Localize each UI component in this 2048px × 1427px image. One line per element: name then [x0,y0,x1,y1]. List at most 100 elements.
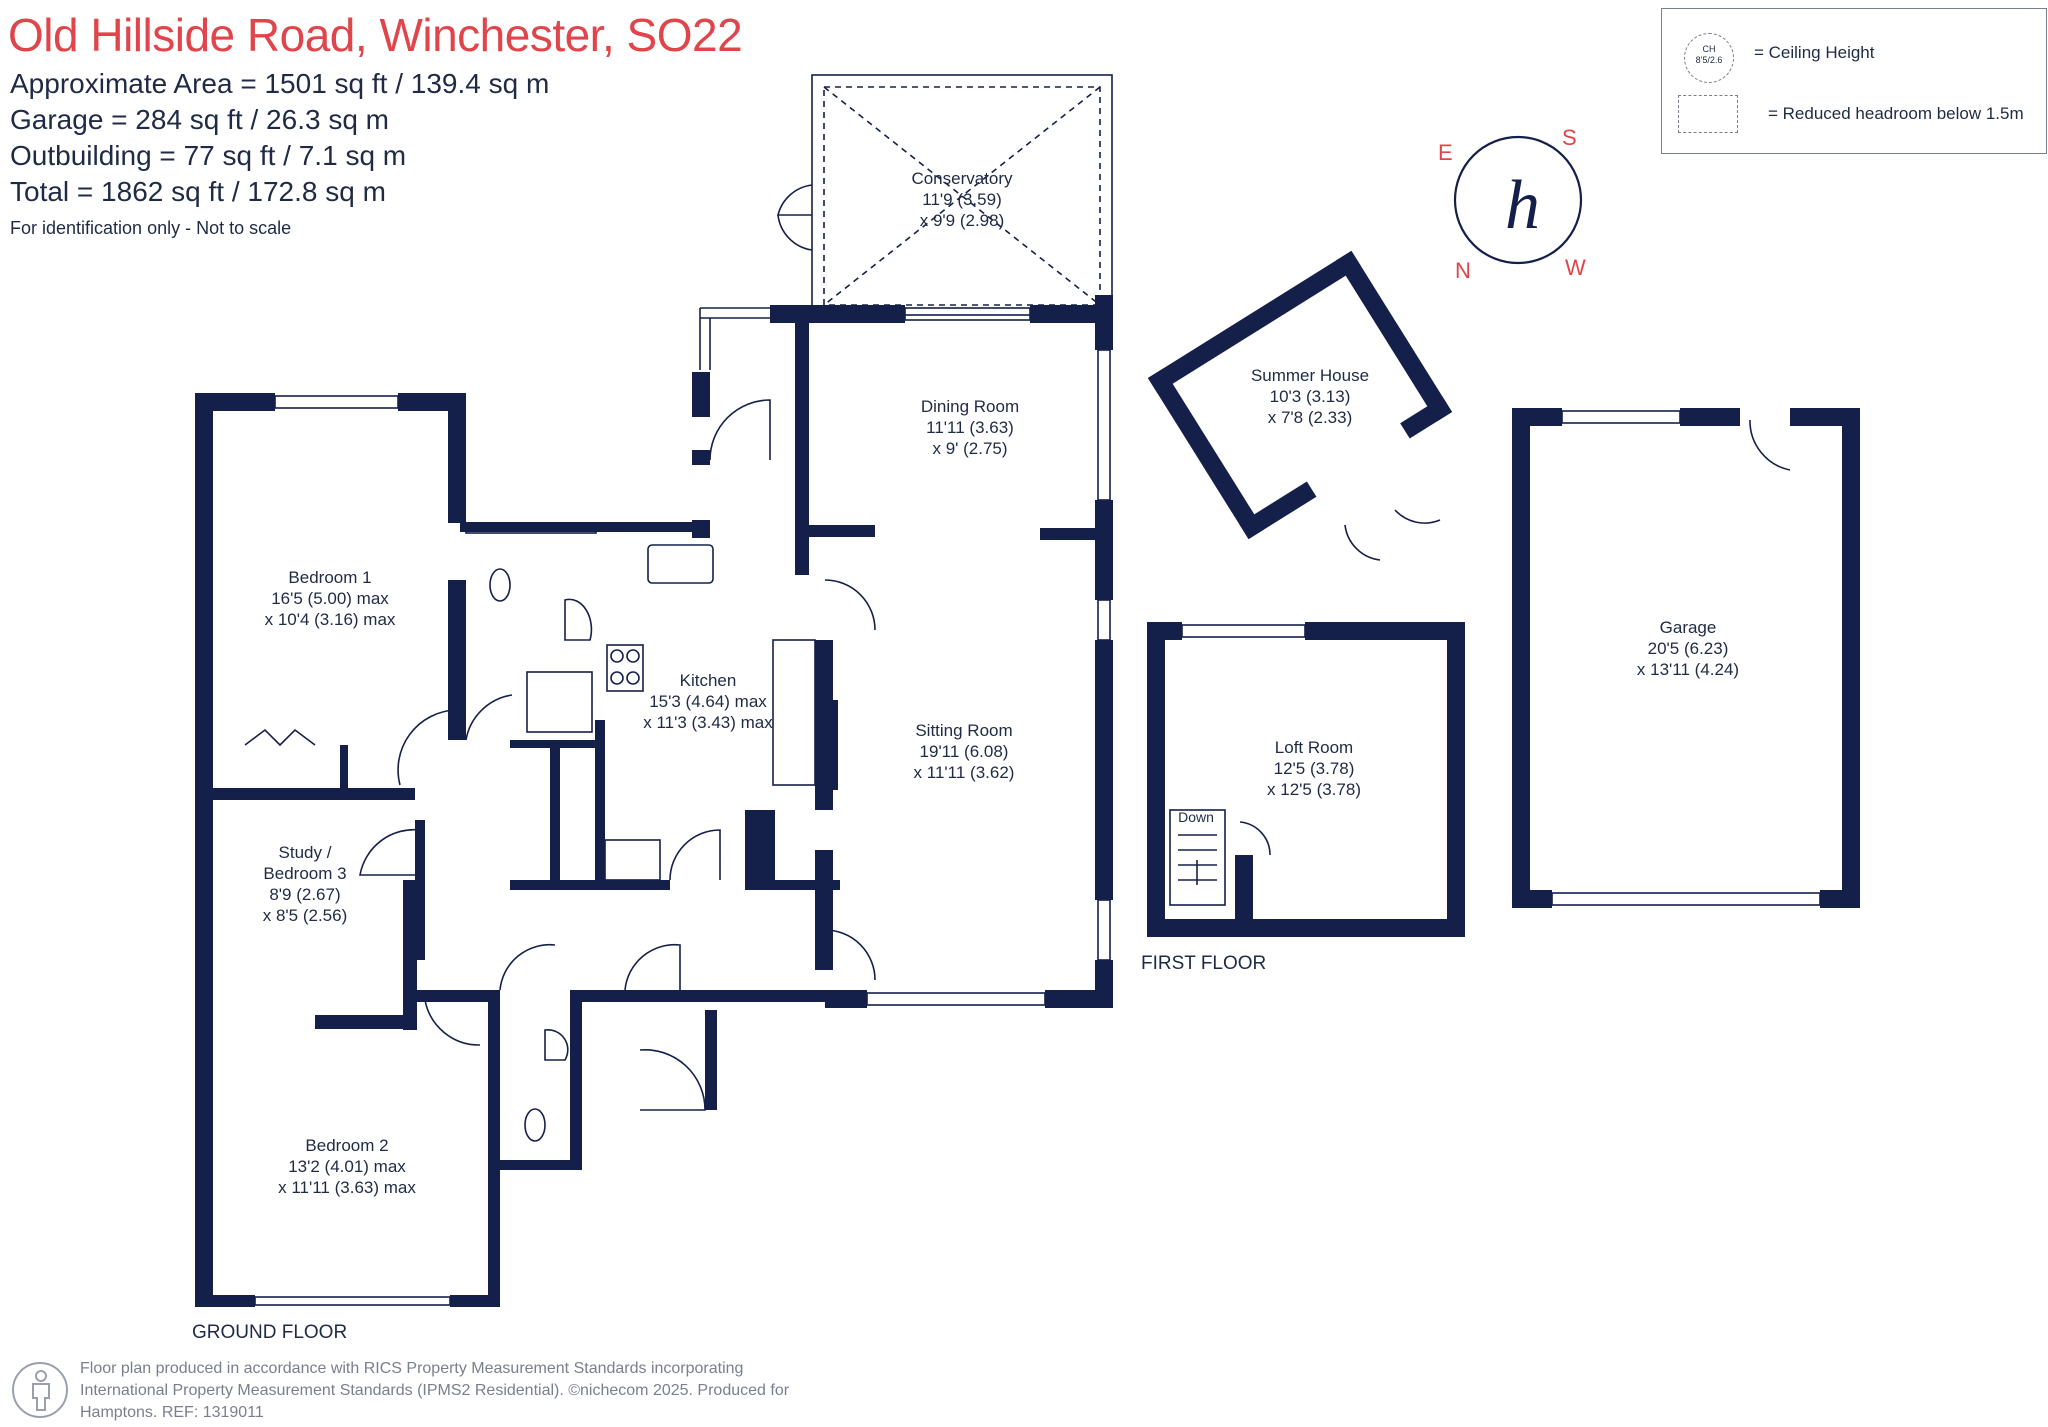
bedroom2-east-wall [488,1000,500,1307]
garage-north-wall-b [1680,408,1740,426]
hob-ring-3 [610,671,624,685]
loft-size-2: x 12'5 (3.78) [1267,780,1361,799]
kitchen-size-2: x 11'3 (3.43) max [643,713,773,732]
bedroom2-south-wall-b [450,1295,500,1307]
kitchen-sink [647,544,714,584]
bedroom2-size-1: 13'2 (4.01) max [288,1157,406,1176]
sitting-south-wall-b [1045,990,1113,1008]
porch-wall [705,1010,717,1110]
study-name-1: Study / [279,843,332,862]
wardrobe-doors [244,728,316,747]
bedroom1-north-wall-a [195,393,275,411]
summer-name: Summer House [1251,366,1369,385]
hall-door [624,943,681,991]
roof-diagonal-b [823,86,1101,306]
bathroom-window [465,524,597,534]
summer-west-wall [1147,368,1264,540]
bathroom-door [465,694,513,741]
study-size-1: 8'9 (2.67) [269,885,340,904]
kitchen-south-wall [510,880,670,890]
bedroom2-door [424,999,481,1046]
garage-size-2: x 13'11 (4.24) [1637,660,1739,679]
loft-north-wall-a [1147,622,1182,640]
sitting-south-wall-a [825,990,867,1008]
garage-area: Garage = 284 sq ft / 26.3 sq m [10,104,389,135]
compass-n: N [1455,258,1471,283]
compass-s: S [1562,125,1577,150]
sitting-east-wall [1095,640,1113,900]
person-icon [12,1362,68,1418]
bedroom1-east-wall-bottom [448,580,466,740]
boiler-cupboard [604,839,661,881]
bathroom-east-wall [595,720,605,890]
sitting-size-1: 19'11 (6.08) [920,742,1009,761]
legend-ceiling-height: = Ceiling Height [1754,43,1875,62]
loft-name: Loft Room [1275,738,1353,757]
loft-south-wall [1147,919,1465,937]
garage-south-wall-a [1512,890,1552,908]
footer-line-1: Floor plan produced in accordance with R… [80,1360,744,1377]
bathroom-north-wall [460,522,710,532]
summer-north-wall [1147,250,1361,394]
study-window [197,819,211,921]
kitchen-corner [692,520,710,538]
front-door [639,1049,706,1111]
compass-e: E [1438,140,1453,165]
compass-w: W [1565,255,1586,280]
dining-sitting-wall [1040,528,1100,540]
chimney-breast [820,700,838,790]
conservatory-door [776,184,813,251]
study-door [359,828,421,876]
footer-line-3: Hamptons. REF: 1319011 [80,1404,264,1421]
cupboard-block [745,810,775,890]
loft-door [1239,821,1271,856]
summer-house-doors [1344,509,1441,561]
plan-title: Old Hillside Road, Winchester, SO22 [8,9,743,61]
garage-door [1551,892,1821,906]
wardrobe-side [340,745,348,795]
kitchen-south-wall-b [770,880,840,890]
summer-house-walls [1147,250,1453,540]
compass-ring [1453,135,1583,265]
compass-logo: h [1505,167,1540,244]
ground-floor-label: GROUND FLOOR [192,1322,348,1343]
summer-size-1: 10'3 (3.13) [1270,387,1351,406]
bedroom1-name: Bedroom 1 [288,568,371,587]
loft-window [1181,624,1306,638]
dining-east-wall-a [1095,295,1113,350]
conservatory-size-1: 11'9 (3.59) [922,190,1001,209]
conservatory-size-2: x 9'9 (2.98) [920,211,1005,230]
conservatory-name: Conservatory [911,169,1013,188]
loft-north-wall-b [1305,622,1465,640]
kitchen-island [772,639,816,786]
dining-window [1097,349,1111,501]
bedroom1-size-2: x 10'4 (3.16) max [265,610,396,629]
summer-south-wall-b [1400,396,1453,439]
bedroom2-name: Bedroom 2 [305,1136,388,1155]
summer-size-2: x 7'8 (2.33) [1268,408,1353,427]
bedroom1-east-wall-top [448,393,466,523]
ch-symbol-top: CH [1702,44,1716,54]
legend-box: CH 8'5/2.6 = Ceiling Height = Reduced he… [1661,8,2047,154]
legend-reduced-headroom: = Reduced headroom below 1.5m [1768,104,2024,123]
bedroom2-south-wall-a [195,1295,255,1307]
thin-lines [197,74,1821,1306]
dining-size-2: x 9' (2.75) [932,439,1007,458]
study-size-2: x 8'5 (2.56) [263,906,348,925]
dining-west-wall [795,305,809,575]
patio-door [904,307,1031,321]
study-name-2: Bedroom 3 [263,864,346,883]
rear-porch-wall [692,372,710,417]
cupboard-wall [550,740,560,880]
loft-size-1: 12'5 (3.78) [1274,759,1355,778]
footer-disclaimer: Floor plan produced in accordance with R… [80,1358,880,1424]
garage-east-wall [1842,408,1860,908]
bedroom1-window [274,395,399,409]
area-summary: Approximate Area = 1501 sq ft / 139.4 sq… [10,66,549,210]
scale-note: For identification only - Not to scale [10,218,292,238]
sitting-south-window [866,992,1046,1006]
bedroom1-south-wall [195,788,415,800]
bedroom1-side-window [197,684,211,766]
bedroom1-size-1: 16'5 (5.00) max [271,589,389,608]
study-south-wall [315,1015,415,1029]
